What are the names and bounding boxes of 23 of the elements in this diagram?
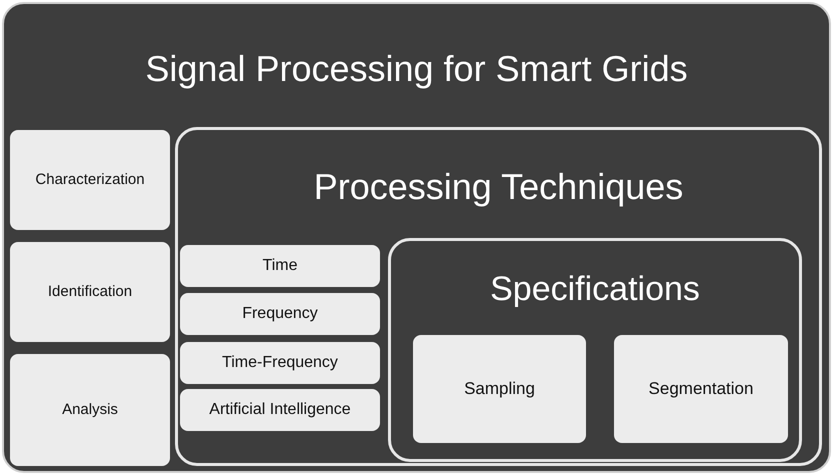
category-box bbox=[10, 354, 170, 466]
category-box bbox=[413, 335, 586, 443]
category-box bbox=[180, 342, 380, 384]
category-label: Characterization bbox=[34, 171, 146, 189]
category-label: Identification bbox=[46, 283, 134, 301]
group-title: Specifications bbox=[489, 271, 701, 308]
category-label: Frequency bbox=[241, 304, 319, 324]
group-frame bbox=[175, 127, 822, 466]
category-label: Sampling bbox=[463, 378, 536, 400]
category-label: Segmentation bbox=[648, 378, 754, 400]
category-box bbox=[180, 293, 380, 335]
category-label: Artificial Intelligence bbox=[208, 400, 352, 420]
category-box bbox=[614, 335, 788, 443]
category-box bbox=[10, 130, 170, 230]
category-box bbox=[180, 389, 380, 431]
group-title: Signal Processing for Smart Grids bbox=[144, 49, 689, 89]
category-label: Time bbox=[262, 256, 298, 276]
group-title: Processing Techniques bbox=[312, 167, 684, 207]
group-frame bbox=[388, 238, 802, 462]
category-label: Time-Frequency bbox=[221, 353, 339, 373]
category-box bbox=[10, 242, 170, 342]
category-box bbox=[180, 245, 380, 287]
category-label: Analysis bbox=[61, 401, 119, 419]
